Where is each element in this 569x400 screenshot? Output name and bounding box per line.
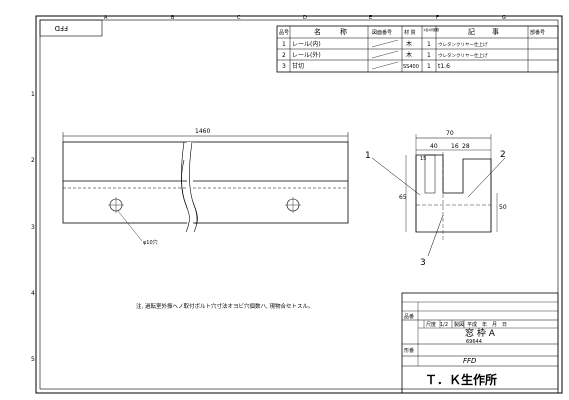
row-label: 2 [31,157,35,164]
dim-width: 70 [446,130,454,137]
date-value: 平成 年 月 日 [467,321,507,328]
front-view: 1460 φ10穴 [62,128,349,246]
row-no: 3 [282,63,286,70]
drawing-code: FFD [463,357,477,365]
row-qty: 1 [427,63,431,70]
row-material: SS400 [403,64,419,70]
callout-2: 2 [500,150,506,160]
corner-code: FFD [55,24,68,32]
row-no: 1 [282,41,286,48]
dim-d: 15 [420,156,426,162]
header-material: 材 質 [404,29,416,36]
row-note: ウレタンクリヤー仕上げ [438,41,488,48]
zone-columns: A B C D E F G [104,15,506,21]
row-material: 木 [406,51,412,59]
title-block: 品番 尺度 1/2 製図 平成 年 月 日 窓 枠 A 69644 形番 FFD… [401,292,559,394]
dim-right: 50 [499,204,507,211]
length-dimension: 1460 [195,128,210,135]
company-name: Ｔ．Ｋ生作所 [425,372,497,387]
row-name: レール(外) [292,51,321,59]
col-label: A [104,15,108,21]
col-label: D [303,15,307,21]
header-note-2: 事 [492,27,499,36]
col-label: G [502,15,506,21]
drawing-note: 注, 過転室外振へノ取付ボルト穴寸法オヨビ穴個数ハ, 現物合セトスル。 [136,302,314,310]
drawing-number: 69644 [466,339,482,345]
section-view: 70 40 16 28 15 65 50 1 2 3 [365,130,507,268]
dim-c: 28 [462,143,470,150]
row-label: 3 [31,224,35,231]
row-label: 1 [31,91,35,98]
col-label: E [369,15,372,21]
dim-b: 16 [451,143,459,150]
row-name: 甘切 [292,62,304,70]
row-qty: 1 [427,52,431,59]
outer-frame [35,15,563,394]
row-note: ウレタンクリヤー仕上げ [438,52,488,59]
header-qty: 1台の個数 [423,27,440,32]
dim-height: 65 [399,194,407,201]
row-material: 木 [406,40,412,48]
header-name-1: 名 [314,27,321,36]
header-name-2: 称 [340,27,347,36]
callout-1: 1 [365,151,371,161]
col-label: B [171,15,175,21]
scale-label: 尺度 [426,321,436,328]
hole-note: φ10穴 [143,239,158,246]
col-label: C [237,15,241,21]
header-no: 品号 [279,30,289,36]
header-note-1: 記 [468,27,475,36]
callout-3: 3 [420,258,426,268]
row-label: 5 [31,356,35,363]
scale-value: 1/2 [440,322,448,328]
ref-label: 形番 [404,347,414,354]
zone-rows: 1 2 3 4 5 [31,91,35,363]
row-label: 4 [31,290,35,297]
row-no: 2 [282,52,286,59]
col-label: F [436,15,439,21]
corner-box [39,19,103,37]
parts-table: 品号 名 称 図面番号 材 質 1台の個数 記 事 部番号 1 レール(内) 木… [276,25,559,73]
inner-frame [39,19,559,390]
row-name: レール(内) [292,40,321,48]
dim-a: 40 [430,143,438,150]
drawing-title: 窓 枠 A [465,327,496,339]
header-drawing-no: 図面番号 [372,29,392,36]
row-qty: 1 [427,41,431,48]
part-label: 品番 [404,313,414,320]
row-note: t1.6 [438,63,450,70]
header-part-no: 部番号 [530,29,545,36]
date-label: 製図 [454,321,464,328]
